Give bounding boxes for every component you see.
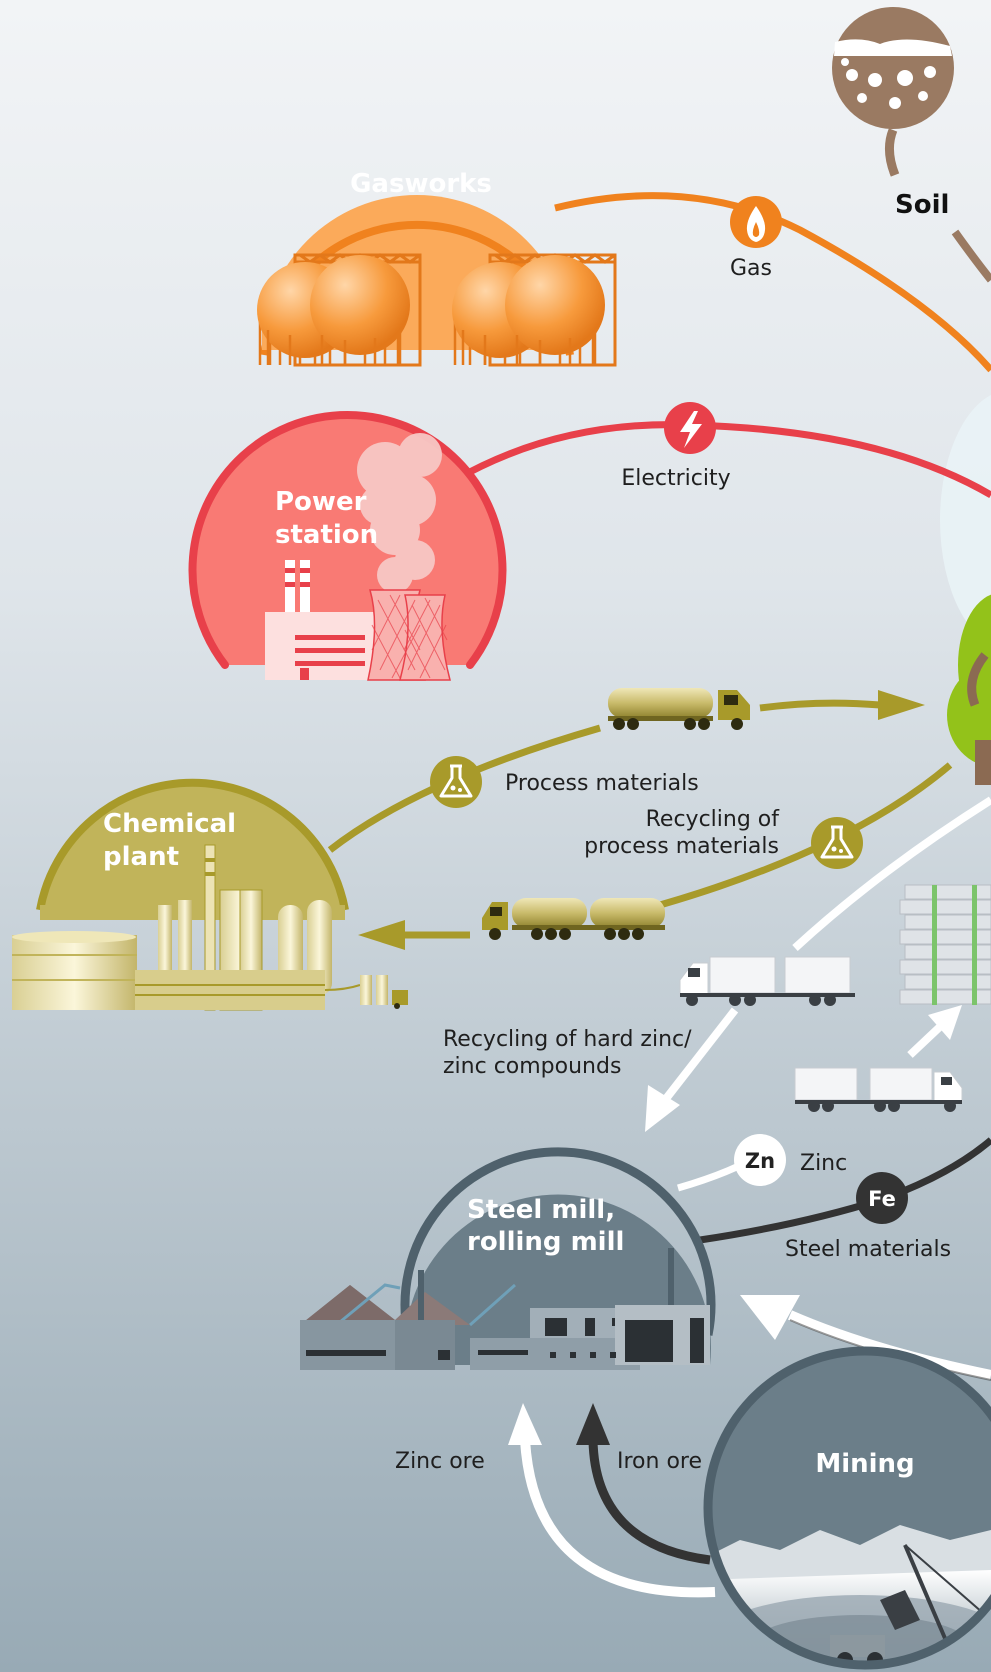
steel-mill-title-line2: rolling mill [467,1227,624,1257]
lorry-icon [679,956,855,1006]
zinc-badge-text: Zn [745,1149,775,1173]
zinc-ore-arrow [520,1439,716,1598]
lightning-icon [664,402,716,454]
mining-facility [703,1346,991,1670]
tanker-truck-icon-2 [482,898,665,940]
white-flow-line [792,796,991,951]
process-arrowhead [878,690,925,720]
tree-icon [947,594,991,785]
return-arrowhead [740,1295,800,1340]
recycling-arrowhead [358,920,405,950]
lorry-icon-2 [794,1067,963,1112]
steel-materials-label: Steel materials [785,1237,951,1262]
gas-flow-line [554,192,991,373]
steel-mill-title-line1: Steel mill, [467,1195,615,1225]
soil-section-icon [832,7,991,283]
recycling-process-label-line1: Recycling of [646,807,781,832]
iron-ore-arrow [588,1439,711,1565]
zinc-ore-arrowhead [508,1403,542,1445]
recycling-zinc-arrow [661,1007,739,1103]
steel-mill-facility [300,1147,716,1370]
iron-ore-arrowhead [576,1403,610,1445]
chemical-plant-facility [12,778,408,1011]
glow [940,394,991,646]
electricity-label: Electricity [621,466,730,491]
stack-arrowhead [928,1005,962,1040]
gasworks-title: Gasworks [350,169,492,199]
recycling-process-label-line2: process materials [584,834,779,859]
flask-icon-2 [811,817,863,869]
steel-stack-icon [899,884,991,1005]
process-materials-label: Process materials [505,771,699,796]
power-station-title-line1: Power [275,487,367,517]
process-materials-arrow [759,699,881,712]
recycling-zinc-label-line2: zinc compounds [443,1054,621,1079]
mining-title: Mining [815,1449,914,1479]
zinc-ore-label: Zinc ore [395,1449,485,1474]
flame-icon [730,196,782,248]
iron-ore-label: Iron ore [617,1449,702,1474]
tanker-truck-icon [608,688,750,730]
power-station-facility [188,411,507,681]
gas-label: Gas [730,256,772,281]
chemical-plant-title-line1: Chemical [103,809,236,839]
zinc-label: Zinc [800,1151,847,1176]
gasworks-facility [257,195,617,367]
chemical-plant-title-line2: plant [103,842,179,872]
soil-label: Soil [895,190,949,220]
iron-badge: Fe [856,1172,908,1224]
zinc-badge: Zn [734,1134,786,1186]
power-station-title-line2: station [275,520,378,550]
recycling-zinc-label-line1: Recycling of hard zinc/ [443,1027,692,1052]
zinc-arrowhead [645,1085,680,1132]
iron-badge-text: Fe [868,1187,896,1211]
flask-icon [430,756,482,808]
